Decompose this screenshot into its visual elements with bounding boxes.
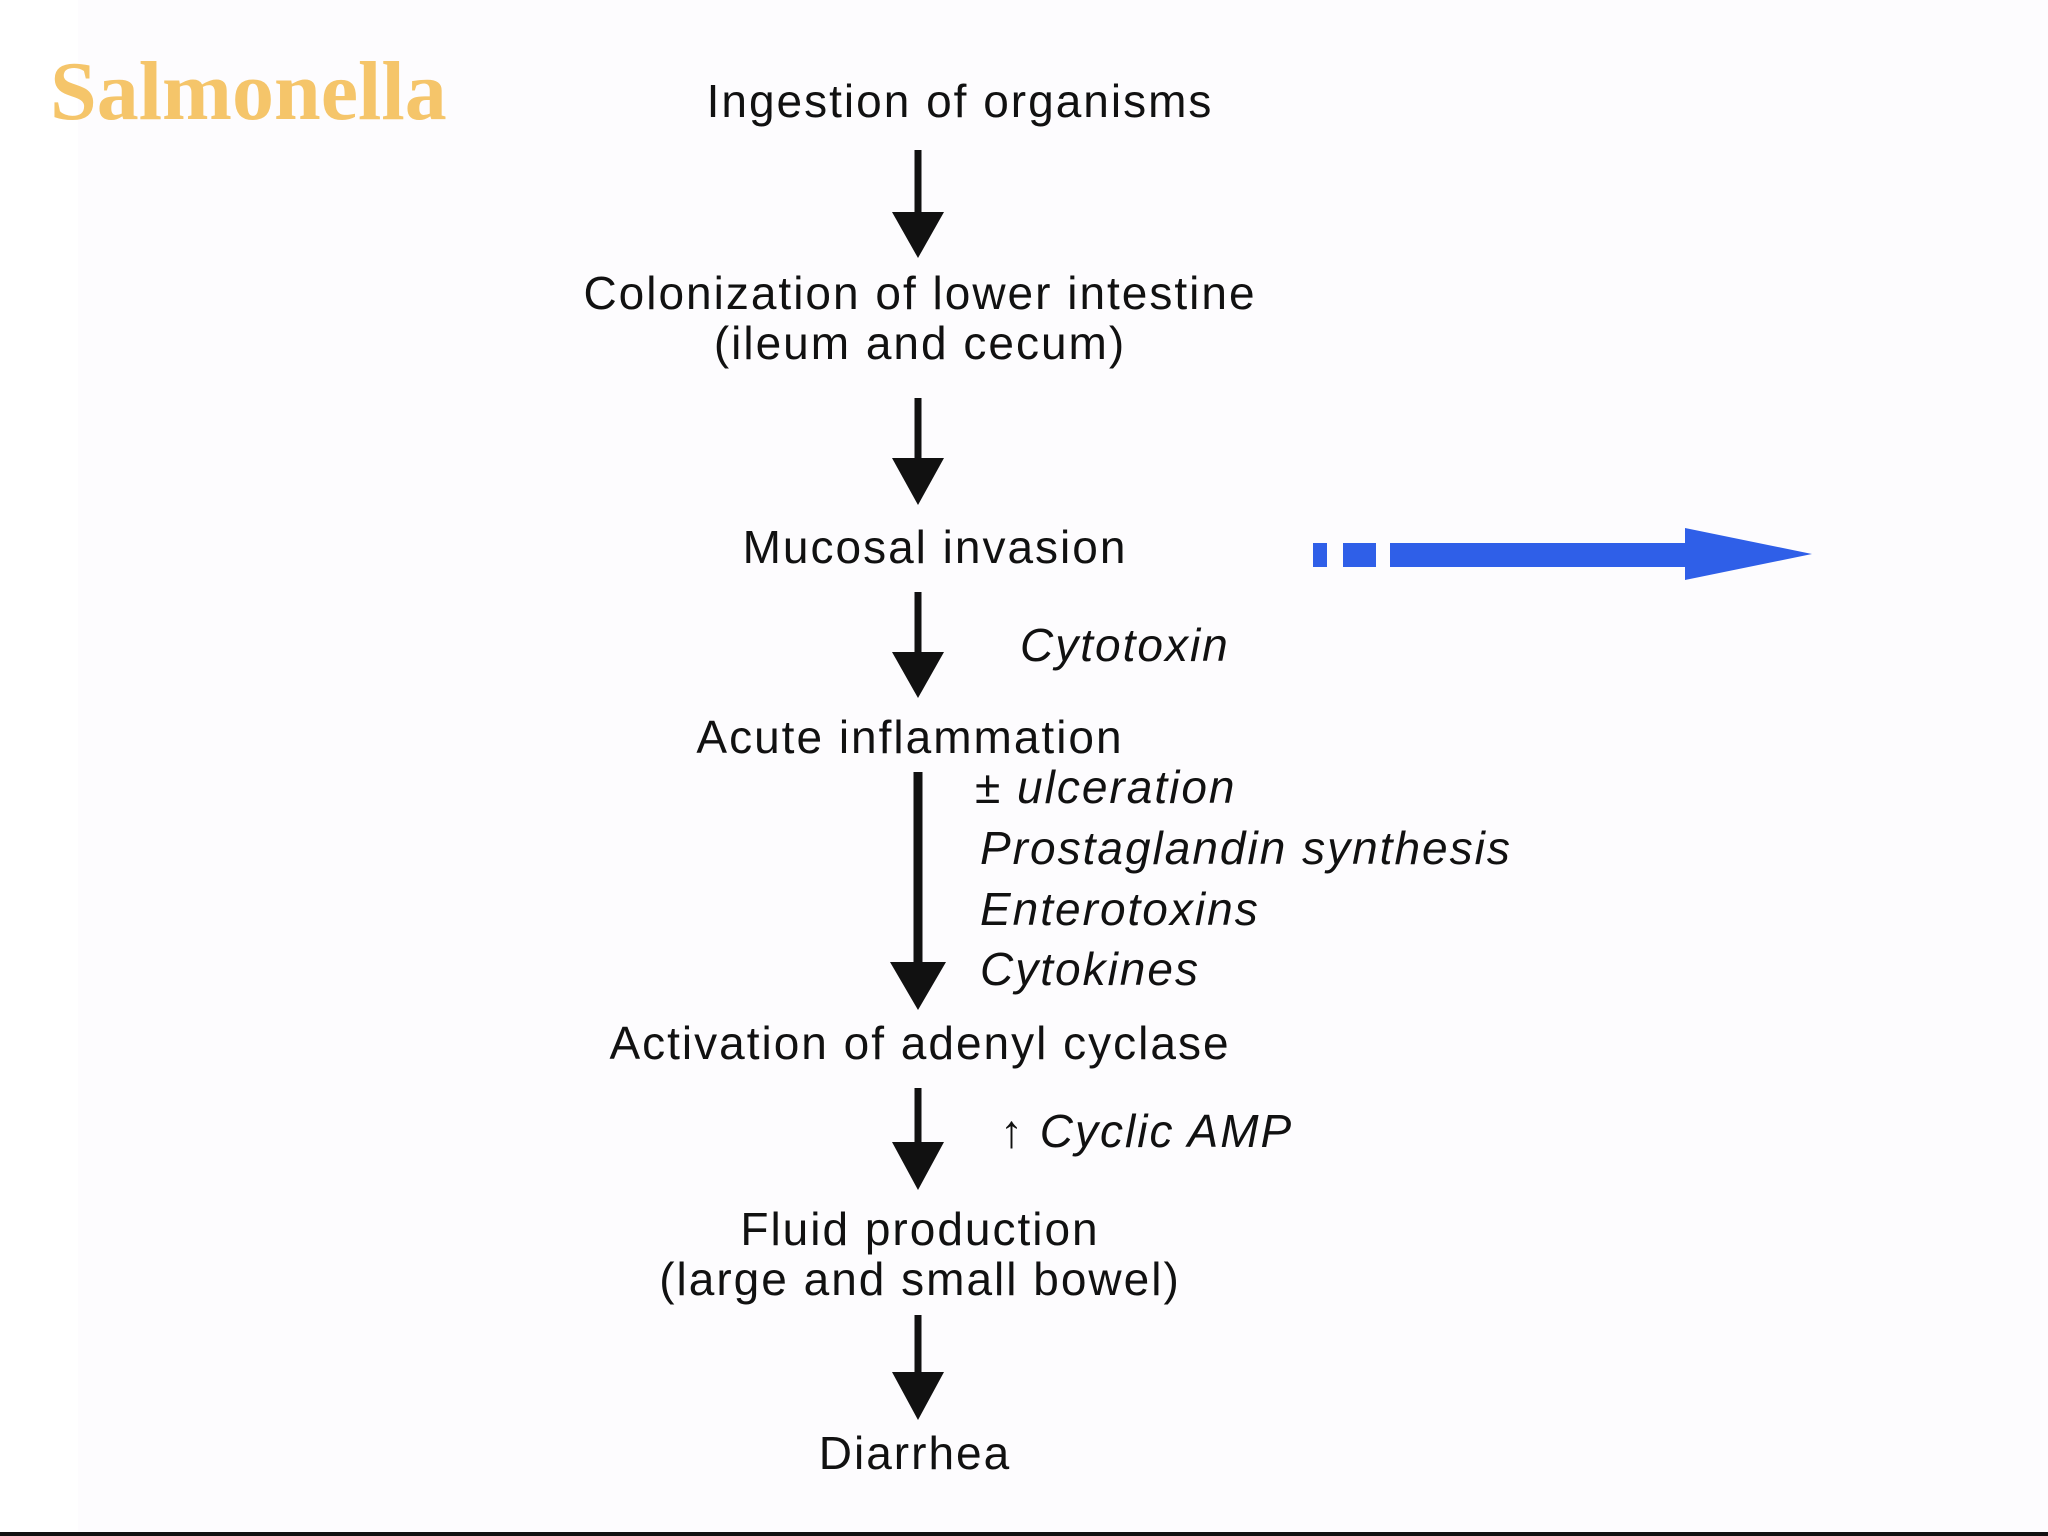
label-ulceration: ± ulceration xyxy=(975,761,1237,813)
slide-title: Salmonella xyxy=(50,45,447,138)
arrow-colonization-to-invasion xyxy=(892,398,944,505)
step-mucosal-invasion-text: Mucosal invasion xyxy=(742,521,1128,573)
step-colonization-line2: (ileum and cecum) xyxy=(713,317,1127,369)
step-mucosal-invasion: Mucosal invasion xyxy=(570,522,1300,572)
step-diarrhea-text: Diarrhea xyxy=(818,1427,1012,1479)
step-adenyl-cyclase-text: Activation of adenyl cyclase xyxy=(609,1017,1231,1069)
label-cyclic-amp: ↑ Cyclic AMP xyxy=(1000,1105,1294,1157)
arrow-fluid-to-diarrhea xyxy=(892,1315,944,1420)
step-acute-inflammation-text: Acute inflammation xyxy=(696,711,1124,763)
label-cytotoxin: Cytotoxin xyxy=(1020,619,1230,671)
step-ingestion-text: Ingestion of organisms xyxy=(706,75,1214,127)
step-colonization-line1: Colonization of lower intestine xyxy=(583,267,1257,319)
bottom-divider xyxy=(0,1532,2048,1536)
step-ingestion: Ingestion of organisms xyxy=(520,76,1400,126)
arrow-invasion-to-inflammation xyxy=(892,592,944,698)
arrow-ingestion-to-colonization xyxy=(892,150,944,258)
arrow-inflammation-to-cyclase xyxy=(890,772,946,1010)
step-fluid-production: Fluid production (large and small bowel) xyxy=(500,1204,1340,1304)
step-diarrhea: Diarrhea xyxy=(700,1428,1130,1478)
label-cytokines: Cytokines xyxy=(980,943,1200,995)
step-fluid-production-line2: (large and small bowel) xyxy=(659,1253,1181,1305)
step-adenyl-cyclase: Activation of adenyl cyclase xyxy=(440,1018,1400,1068)
label-prostaglandin: Prostaglandin synthesis xyxy=(980,822,1512,874)
arrow-cyclase-to-fluid xyxy=(892,1088,944,1190)
step-fluid-production-line1: Fluid production xyxy=(740,1203,1100,1255)
blue-pointer-arrow xyxy=(1313,528,1812,580)
label-enterotoxins: Enterotoxins xyxy=(980,883,1260,935)
step-acute-inflammation: Acute inflammation xyxy=(560,712,1260,762)
slide-background xyxy=(78,0,2048,1534)
step-colonization: Colonization of lower intestine (ileum a… xyxy=(420,268,1420,368)
